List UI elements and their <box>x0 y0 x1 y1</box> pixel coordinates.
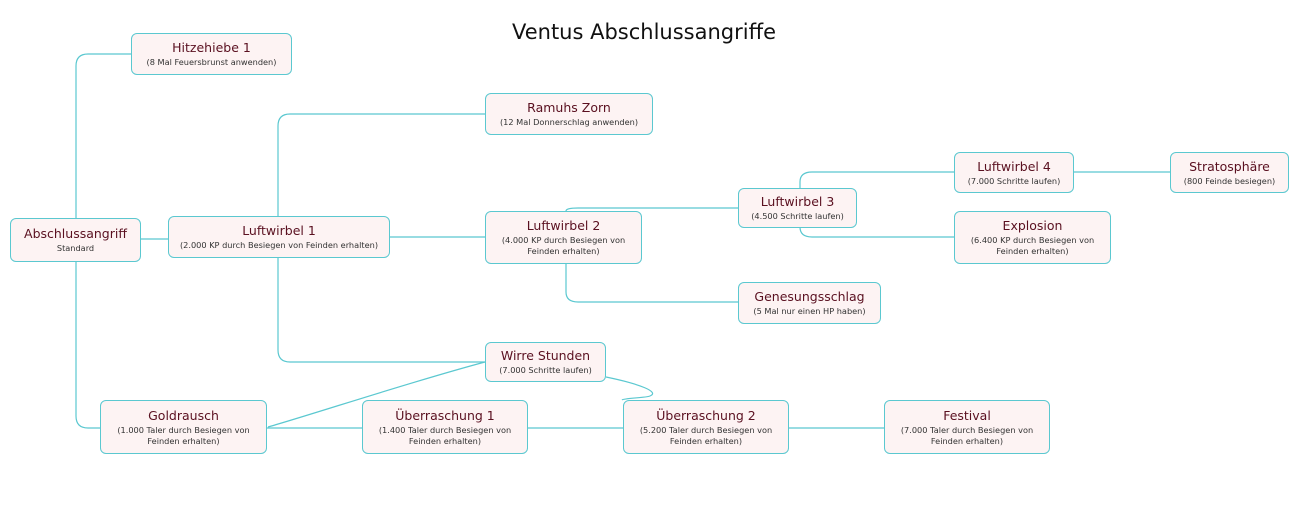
node-title: Überraschung 2 <box>656 407 756 423</box>
node-title: Stratosphäre <box>1189 158 1270 174</box>
node-ramuhs-zorn: Ramuhs Zorn (12 Mal Donnerschlag anwende… <box>485 93 653 135</box>
node-title: Luftwirbel 2 <box>526 218 601 233</box>
node-stratosphaere: Stratosphäre (800 Feinde besiegen) <box>1170 152 1289 193</box>
node-subtitle: (5.200 Taler durch Besiegen von Feinden … <box>639 424 773 446</box>
link-luftwirbel2-genesung <box>565 264 738 303</box>
node-title: Goldrausch <box>148 407 219 423</box>
node-title: Ramuhs Zorn <box>527 100 611 115</box>
node-luftwirbel-3: Luftwirbel 3 (4.500 Schritte laufen) <box>738 188 857 228</box>
node-luftwirbel-2: Luftwirbel 2 (4.000 KP durch Besiegen vo… <box>485 211 642 264</box>
node-title: Hitzehiebe 1 <box>172 40 251 55</box>
link-wirre-ueberraschung2 <box>605 376 653 401</box>
node-subtitle: (7.000 Taler durch Besiegen von Feinden … <box>900 424 1034 446</box>
node-subtitle: (4.000 KP durch Besiegen von Feinden erh… <box>501 235 626 256</box>
node-subtitle: (5 Mal nur einen HP haben) <box>753 306 866 316</box>
node-subtitle: (7.000 Schritte laufen) <box>499 365 592 375</box>
node-subtitle: (8 Mal Feuersbrunst anwenden) <box>146 57 277 67</box>
node-title: Explosion <box>1002 218 1063 233</box>
link-abschluss-hitzehiebe <box>75 53 131 218</box>
node-title: Genesungsschlag <box>754 289 865 304</box>
node-title: Festival <box>943 407 991 423</box>
link-luftwirbel3-luftwirbel4 <box>799 171 954 188</box>
node-title: Luftwirbel 3 <box>760 194 835 209</box>
node-title: Wirre Stunden <box>500 348 591 363</box>
link-luftwirbel1-ramuhs <box>277 113 485 216</box>
node-ueberraschung-1: Überraschung 1 (1.400 Taler durch Besieg… <box>362 400 528 454</box>
link-abschluss-goldrausch <box>75 262 100 429</box>
node-title: Überraschung 1 <box>395 407 495 423</box>
node-luftwirbel-1: Luftwirbel 1 (2.000 KP durch Besiegen vo… <box>168 216 390 258</box>
node-subtitle: (7.000 Schritte laufen) <box>967 175 1061 186</box>
node-title: Luftwirbel 4 <box>977 158 1051 174</box>
node-subtitle: Standard <box>56 243 95 253</box>
node-festival: Festival (7.000 Taler durch Besiegen von… <box>884 400 1050 454</box>
link-wirre-goldrausch <box>267 361 486 428</box>
node-explosion: Explosion (6.400 KP durch Besiegen von F… <box>954 211 1111 264</box>
node-ueberraschung-2: Überraschung 2 (5.200 Taler durch Besieg… <box>623 400 789 454</box>
node-subtitle: (800 Feinde besiegen) <box>1183 175 1276 186</box>
link-luftwirbel3-explosion <box>799 226 954 238</box>
node-luftwirbel-4: Luftwirbel 4 (7.000 Schritte laufen) <box>954 152 1074 193</box>
node-title: Luftwirbel 1 <box>242 223 316 238</box>
node-wirre-stunden: Wirre Stunden (7.000 Schritte laufen) <box>485 342 606 382</box>
node-abschlussangriff: Abschlussangriff Standard <box>10 218 141 262</box>
node-subtitle: (12 Mal Donnerschlag anwenden) <box>499 117 639 127</box>
link-luftwirbel1-wirre <box>277 258 485 363</box>
node-subtitle: (4.500 Schritte laufen) <box>751 211 844 221</box>
node-subtitle: (1.000 Taler durch Besiegen von Feinden … <box>117 424 250 446</box>
node-subtitle: (2.000 KP durch Besiegen von Feinden erh… <box>179 240 379 250</box>
node-subtitle: (1.400 Taler durch Besiegen von Feinden … <box>378 424 512 446</box>
node-title: Abschlussangriff <box>24 226 127 241</box>
node-hitzehiebe-1: Hitzehiebe 1 (8 Mal Feuersbrunst anwende… <box>131 33 292 75</box>
node-subtitle: (6.400 KP durch Besiegen von Feinden erh… <box>970 235 1095 256</box>
node-genesungsschlag: Genesungsschlag (5 Mal nur einen HP habe… <box>738 282 881 324</box>
diagram-title: Ventus Abschlussangriffe <box>511 20 776 44</box>
node-goldrausch: Goldrausch (1.000 Taler durch Besiegen v… <box>100 400 267 454</box>
link-luftwirbel2-luftwirbel3 <box>565 207 738 212</box>
